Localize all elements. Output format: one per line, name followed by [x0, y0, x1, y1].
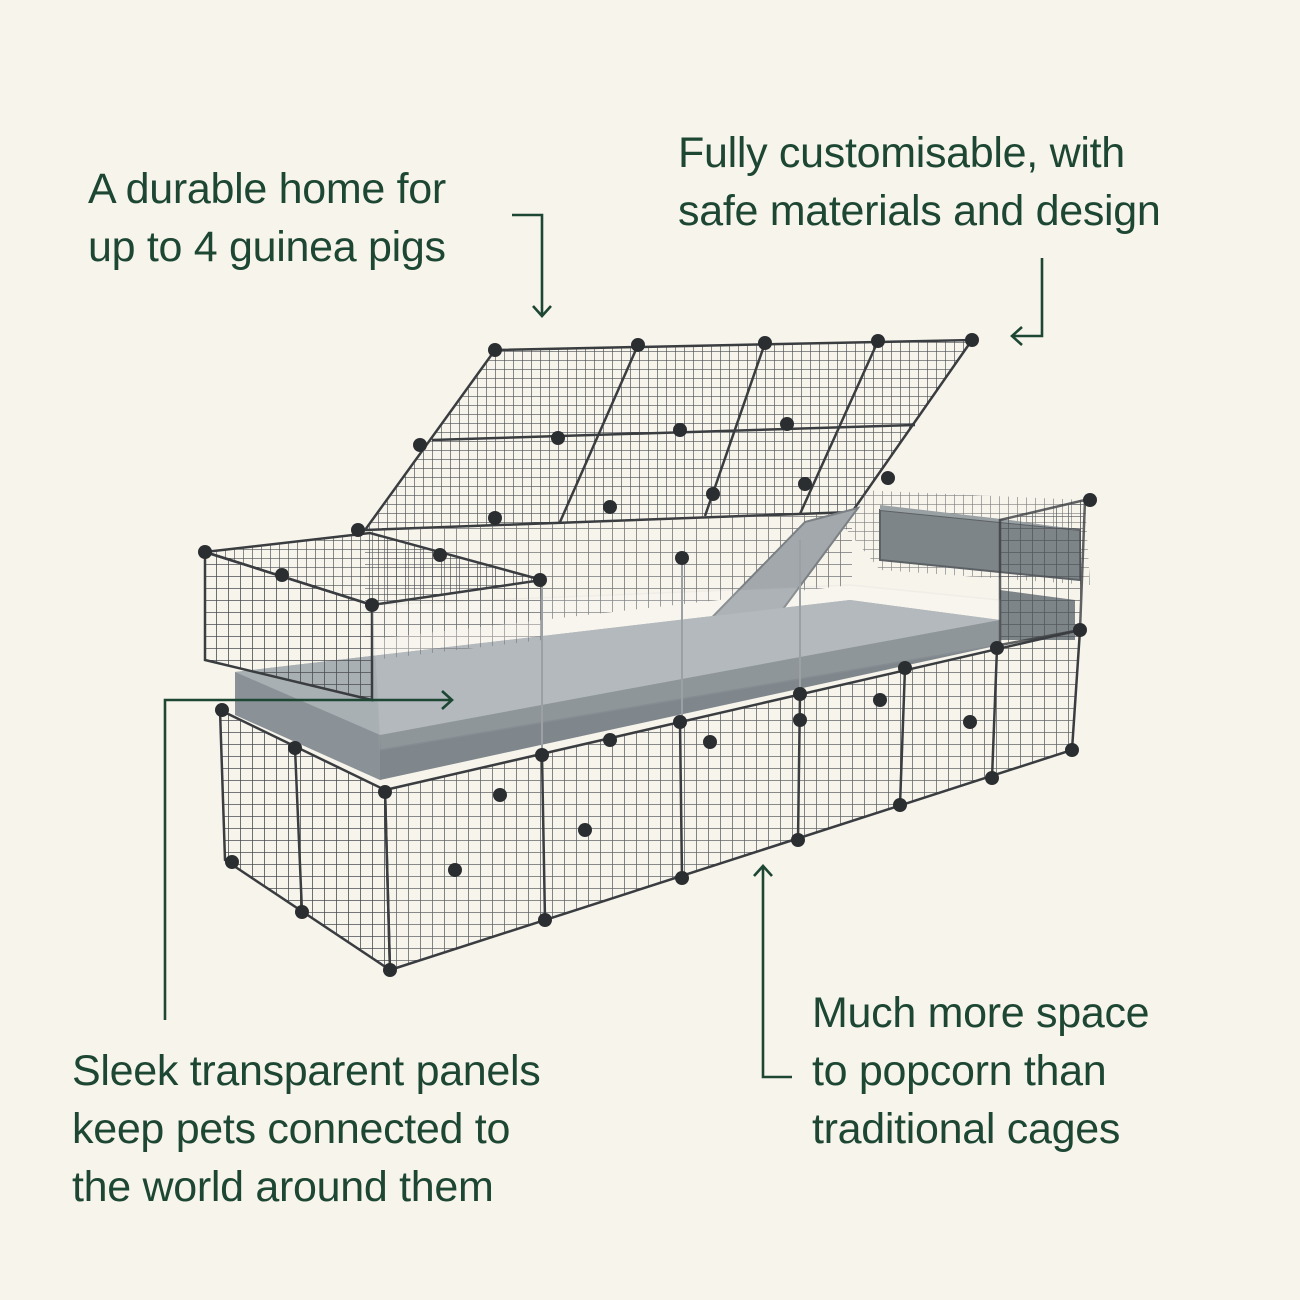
callout-durable-line-2: up to 4 guinea pigs: [88, 223, 446, 271]
callout-transparent-line-3: the world around them: [72, 1163, 494, 1211]
callout-customisable-line-1: Fully customisable, with: [678, 129, 1125, 177]
arrow-space: [761, 866, 792, 1079]
callout-transparent-panels: Sleek transparent panels keep pets conne…: [72, 1042, 541, 1216]
callout-more-space: Much more space to popcorn than traditio…: [812, 984, 1150, 1158]
callout-space-line-1: Much more space: [812, 989, 1150, 1037]
callout-space-line-2: to popcorn than: [812, 1047, 1107, 1095]
arrow-transparent: [163, 698, 452, 1020]
left-tower-grid: [203, 550, 542, 702]
callout-durable-home: A durable home for up to 4 guinea pigs: [88, 160, 446, 276]
callout-arrows: [163, 213, 1044, 1079]
callout-durable-line-1: A durable home for: [88, 165, 446, 213]
callout-space-line-3: traditional cages: [812, 1105, 1121, 1153]
connectors: [198, 333, 1097, 977]
callout-customisable-line-2: safe materials and design: [678, 187, 1161, 235]
right-tower-grid: [998, 498, 1087, 647]
arrow-customisable: [1012, 258, 1044, 338]
callout-customisable: Fully customisable, with safe materials …: [678, 124, 1161, 240]
callout-transparent-line-2: keep pets connected to: [72, 1105, 511, 1153]
transparent-panels: [371, 540, 1001, 755]
callout-transparent-line-1: Sleek transparent panels: [72, 1047, 541, 1095]
arrow-durable: [512, 213, 544, 316]
